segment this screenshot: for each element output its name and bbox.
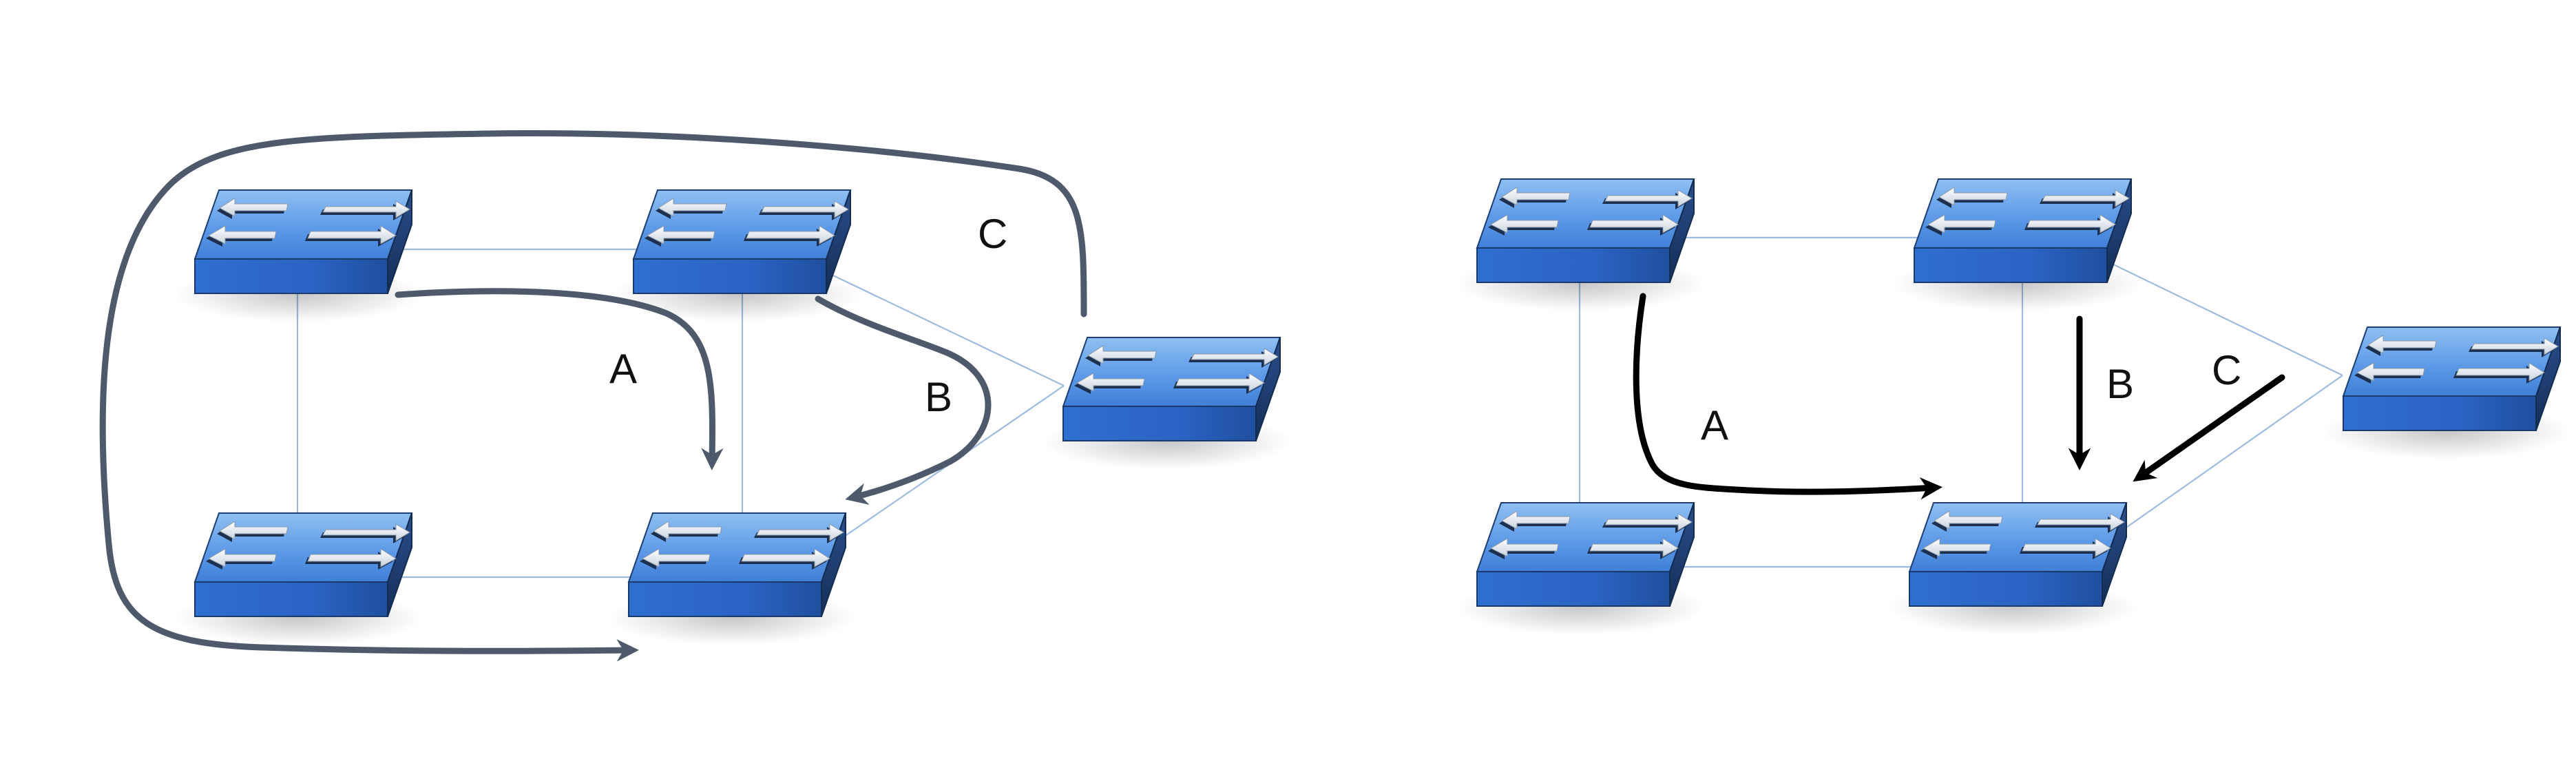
right-links — [1578, 236, 2343, 568]
right-label-c: C — [2212, 347, 2241, 393]
right-path-a — [1633, 293, 1943, 500]
switch-icon-left-bottom-left — [174, 512, 423, 646]
left-label-b: B — [925, 374, 952, 420]
right-diagram: A B C — [1456, 178, 2571, 636]
switch-icon-right-right — [2322, 326, 2571, 460]
link-tr-r — [833, 275, 1065, 386]
left-path-b — [815, 295, 992, 505]
left-label-a: A — [609, 346, 637, 392]
switch-icon-right-top-right — [1893, 178, 2142, 312]
switch-icon-right-bottom-left — [1456, 502, 1705, 636]
switch-icon-left-top-left — [174, 189, 423, 323]
switch-icon-left-bottom-right — [607, 512, 857, 646]
left-path-a — [395, 288, 724, 470]
right-label-b: B — [2106, 361, 2134, 407]
link-br-r — [2117, 375, 2343, 534]
switch-icon-right-bottom-right — [1888, 502, 2137, 636]
link-tr-r — [2110, 262, 2343, 376]
switch-icon-left-right — [1042, 337, 1291, 470]
left-diagram: A B C — [99, 130, 1291, 662]
right-path-c — [2133, 374, 2285, 482]
left-label-c: C — [978, 211, 1007, 257]
right-label-a: A — [1701, 402, 1728, 448]
left-path-c — [99, 130, 1087, 662]
switch-icon-right-top-left — [1456, 178, 1705, 312]
